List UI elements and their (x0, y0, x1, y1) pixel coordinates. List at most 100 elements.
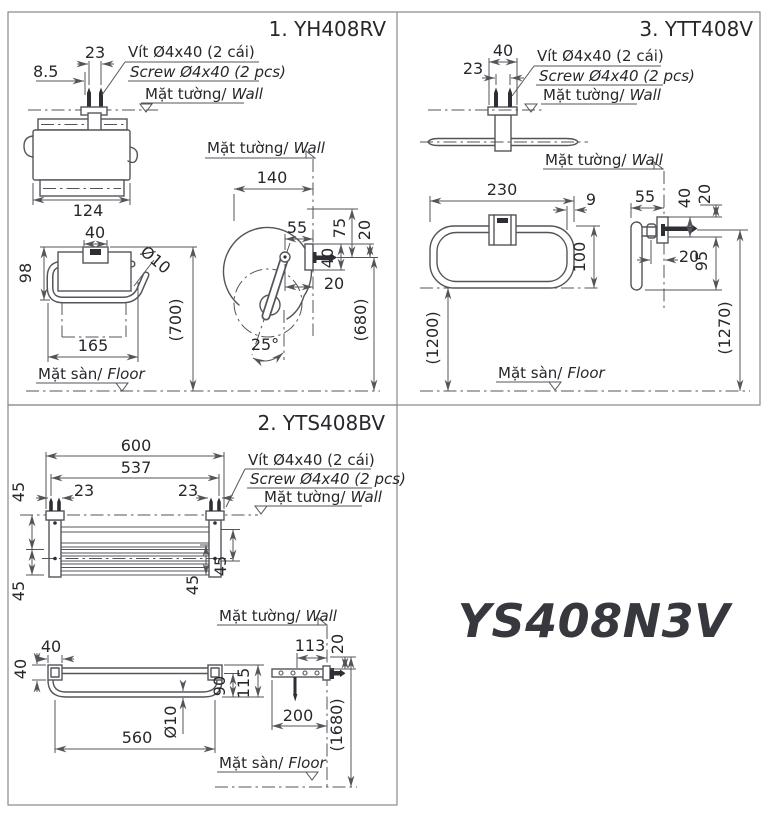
p2-screw-note-vi: Vít Ø4x40 (2 cái) (248, 451, 375, 469)
p1-dim-680: (680) (351, 298, 370, 341)
p2-floor-label: Mặt sàn/Floor (219, 754, 327, 772)
p3-dim-40: 40 (493, 41, 513, 60)
p3-floor-label-vi: Mặt sàn/ (498, 364, 563, 382)
p2-dim-45-a: 45 (9, 482, 28, 502)
p3-wall-label-1: Mặt tường/Wall (543, 86, 662, 104)
p1-floor-label-en: Floor (107, 365, 145, 383)
p1-dim-700: (700) (166, 298, 185, 341)
p3-floor-label: Mặt sàn/Floor (498, 364, 606, 382)
p3-wall-label-1-vi: Mặt tường/ (543, 86, 625, 104)
p2-floor-label-vi: Mặt sàn/ (219, 754, 284, 772)
p3-wall-label-2: Mặt tường/Wall (545, 151, 664, 169)
p2-wall-datum-icon (254, 505, 268, 515)
p1-wall-label-2-vi: Mặt tường/ (207, 139, 289, 157)
p1-floor-datum-icon (115, 382, 129, 392)
p2-dim-40-h: 40 (11, 659, 30, 679)
p2-dim-113: 113 (295, 636, 326, 655)
p2-dim-20: 20 (328, 634, 347, 654)
p2-wall-label-1-en: Wall (350, 488, 382, 506)
p3-dim-230: 230 (487, 180, 518, 199)
p3-dim-100: 100 (570, 242, 589, 273)
p2-screw-note-en: Screw Ø4x40 (2 pcs) (250, 470, 406, 488)
p3-dim-20-offset: 20 (679, 247, 699, 266)
p2-wall-flag-icon (317, 616, 329, 626)
p3-screw-note-en: Screw Ø4x40 (2 pcs) (539, 67, 695, 85)
p3-wall-flag-icon (653, 160, 665, 170)
p2-wall-label-2-en: Wall (305, 607, 337, 625)
p3-side-view: Mặt tường/Wall 55 40 20 95 (543, 151, 748, 391)
p1-wall-label-1-en: Wall (231, 85, 263, 103)
p2-side-screw-icon (330, 668, 346, 679)
panel-3-ytt408v: 3. YTT408V 40 23 Vít Ø4x40 (2 cái) Screw… (420, 17, 753, 392)
panel-2-title: 2. YTS408BV (257, 411, 385, 435)
p2-bar-front-view: 40 40 90 115 Ø10 560 (11, 637, 264, 753)
p3-floor-label-en: Floor (567, 364, 605, 382)
p1-dim-40-side: 40 (318, 248, 337, 268)
p3-wall-label-2-vi: Mặt tường/ (545, 151, 627, 169)
p1-wall-label-2: Mặt tường/Wall (207, 139, 326, 157)
p2-dim-dia10: Ø10 (161, 706, 180, 739)
p2-dim-23-right: 23 (178, 481, 198, 500)
p1-dim-165: 165 (78, 336, 109, 355)
p2-floor-label-en: Floor (288, 754, 326, 772)
p2-dim-200: 200 (283, 706, 314, 725)
p3-dim-23: 23 (463, 59, 483, 78)
p1-screw-note-en: Screw Ø4x40 (2 pcs) (130, 63, 286, 81)
p2-dim-40-w: 40 (41, 637, 61, 656)
p2-dim-115: 115 (234, 668, 253, 699)
p1-screw-note-vi: Vít Ø4x40 (2 cái) (128, 43, 255, 61)
p2-wall-label-2-vi: Mặt tường/ (219, 607, 301, 625)
p3-screw-note-vi: Vít Ø4x40 (2 cái) (537, 47, 664, 65)
p1-screws-icon (87, 87, 103, 107)
p1-floor: Mặt sàn/Floor (26, 365, 380, 392)
p2-wall-label-1-vi: Mặt tường/ (264, 488, 346, 506)
p1-side-view: Mặt tường/Wall 140 55 75 (205, 139, 378, 391)
p2-dim-537: 537 (121, 458, 152, 477)
p1-floor-label-vi: Mặt sàn/ (38, 365, 103, 383)
p3-dim-1270: (1270) (715, 301, 734, 354)
p3-wall-label-2-en: Wall (631, 151, 663, 169)
p2-side-view: Mặt tường/Wall 113 20 200 (1680) Mặt sàn… (215, 607, 357, 788)
p1-wall-flag-icon (305, 149, 317, 159)
p1-dim-20-top: 20 (355, 220, 374, 240)
p1-side-screw-icon (313, 252, 337, 263)
p2-dim-45-d: 45 (211, 556, 230, 576)
p2-wall-label-1: Mặt tường/Wall (264, 488, 383, 506)
p3-screws-icon (494, 87, 512, 107)
panel-borders (7, 11, 761, 806)
p1-wall-datum-icon (139, 103, 153, 113)
p3-dim-9: 9 (586, 190, 596, 209)
p1-dim-40: 40 (85, 223, 105, 242)
p1-dim-55: 55 (287, 218, 307, 237)
p3-dim-20-top: 20 (695, 184, 714, 204)
model-code: YS408N3V (458, 594, 733, 648)
p1-dim-98: 98 (16, 263, 35, 283)
panel-1-yh408rv: 1. YH408RV 23 8.5 Vít Ø4x40 (2 cái) Scre… (16, 17, 387, 392)
p3-wall-datum-icon (524, 103, 538, 113)
p1-wall-label-1: Mặt tường/Wall (145, 85, 264, 103)
p3-wall-fixing-view: 40 23 Vít Ø4x40 (2 cái) Screw Ø4x40 (2 p… (420, 41, 695, 152)
p1-wall-label-2-en: Wall (293, 139, 325, 157)
p2-shelf-view: Mặt tường/Wall Vít Ø4x40 (2 cái) Screw Ø… (9, 436, 406, 601)
p3-dim-95: 95 (692, 251, 711, 271)
p3-dim-55: 55 (635, 187, 655, 206)
p3-dim-40-side: 40 (675, 188, 694, 208)
panel-3-title: 3. YTT408V (639, 17, 753, 41)
p1-floor-label: Mặt sàn/Floor (38, 365, 146, 383)
p3-floor-datum-icon (548, 381, 562, 391)
p3-floor: Mặt sàn/Floor (420, 364, 750, 392)
p3-front-view: 230 9 100 (1200) (420, 180, 600, 391)
panel-1-title: 1. YH408RV (269, 17, 387, 41)
p1-dim-25deg: 25° (251, 335, 279, 354)
panel-2-yts408bv: 2. YTS408BV Mặt tường/Wall Vít Ø4x40 (2 … (9, 411, 406, 788)
p1-dim-23: 23 (85, 43, 105, 62)
p2-floor-datum-icon (305, 771, 319, 781)
p2-dim-45-c: 45 (183, 575, 202, 595)
p1-dim-140: 140 (257, 168, 288, 187)
p1-wall-fixing-view: 23 8.5 Vít Ø4x40 (2 cái) Screw Ø4x40 (2 … (23, 43, 286, 220)
p1-dim-124: 124 (73, 201, 104, 220)
p1-front-view: 40 Ø10 98 165 (700) (16, 223, 197, 391)
p2-dim-90: 90 (210, 676, 229, 696)
